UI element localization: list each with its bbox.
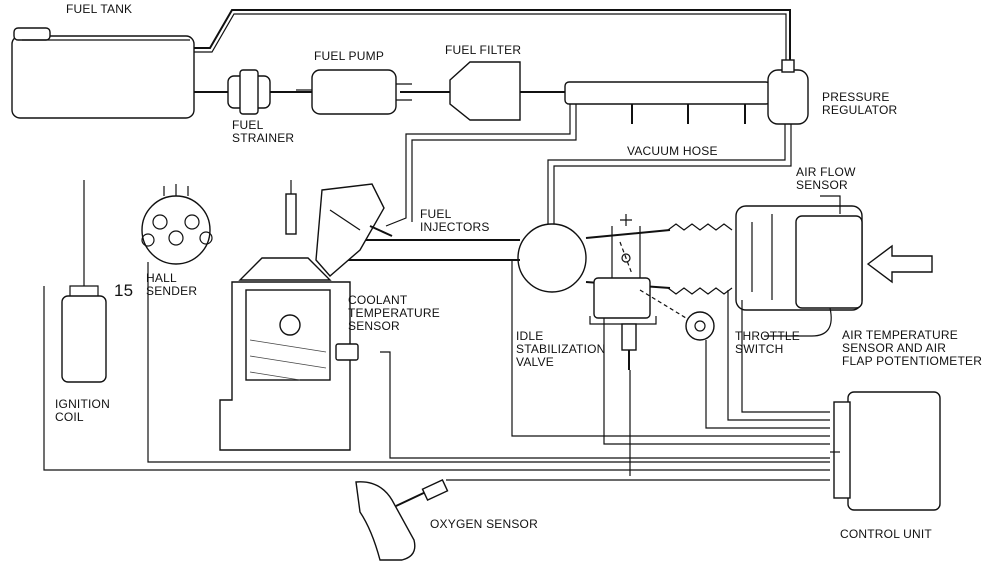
label-air-temperature-sensor: AIR TEMPERATURE SENSOR AND AIR FLAP POTE… [842, 328, 983, 368]
air-intake-arrow-icon [866, 244, 933, 284]
fuel-supply-line [190, 9, 791, 93]
label-ignition-coil: IGNITION COIL [55, 397, 110, 424]
idle-stabilization-valve [589, 277, 657, 370]
ignition-coil [61, 180, 107, 383]
label-fuel-strainer: FUEL STRAINER [232, 118, 295, 145]
intake-bellows [667, 223, 733, 295]
pressure-regulator [767, 59, 809, 125]
label-pressure-regulator: PRESSURE REGULATOR [822, 90, 898, 117]
label-control-unit: CONTROL UNIT [840, 527, 932, 541]
fuel-tank [11, 27, 195, 119]
engine-block [219, 257, 351, 451]
label-coil-terminal: 15 [114, 281, 134, 300]
label-vacuum-hose: VACUUM HOSE [627, 144, 718, 158]
label-idle-stabilization-valve: IDLE STABILIZATION VALVE [516, 329, 606, 369]
fuel-rail [564, 81, 771, 124]
oxygen-sensor [355, 478, 449, 561]
label-air-flow-sensor: AIR FLOW SENSOR [796, 165, 856, 192]
cylinder-head [315, 183, 393, 277]
label-fuel-pump: FUEL PUMP [314, 49, 385, 63]
fuel-strainer [227, 69, 271, 115]
fuel-pump [296, 69, 412, 115]
label-fuel-filter: FUEL FILTER [445, 43, 522, 57]
label-fuel-injectors: FUEL INJECTORS [420, 207, 490, 234]
throttle-switch [639, 289, 715, 341]
label-fuel-tank: FUEL TANK [66, 2, 133, 16]
wiring-harness [43, 260, 840, 481]
rail-hoses [385, 104, 792, 228]
air-flow-sensor [735, 195, 863, 337]
label-hall-sender: HALL SENDER [146, 271, 198, 298]
control-unit [833, 391, 941, 511]
spark-plug [285, 180, 297, 235]
coolant-temperature-sensor [335, 343, 359, 361]
fuel-filter [449, 61, 521, 121]
label-oxygen-sensor: OXYGEN SENSOR [430, 517, 538, 531]
hall-sender [141, 184, 213, 265]
label-coolant-temperature-sensor: COOLANT TEMPERATURE SENSOR [348, 293, 440, 333]
label-throttle-switch: THROTTLE SWITCH [735, 329, 800, 356]
